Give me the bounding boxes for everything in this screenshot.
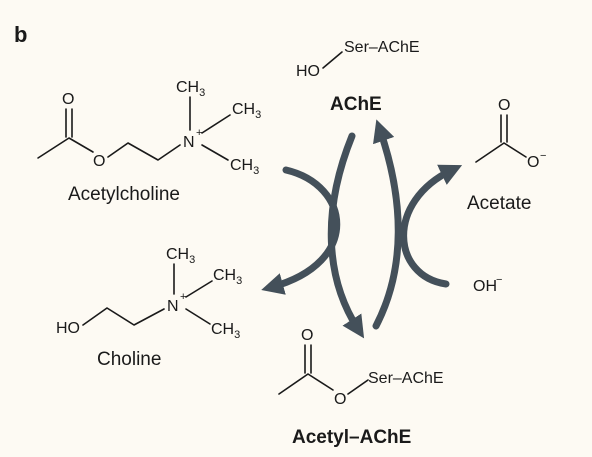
acetate-label: Acetate xyxy=(467,193,531,214)
ach-ch3-right: CH3 xyxy=(232,101,261,121)
ache-enzyme: HO Ser–AChE AChE xyxy=(296,39,420,115)
choline-chain-bonds xyxy=(82,307,165,326)
ach-n-charge: + xyxy=(196,127,202,139)
choline-ch3-down-bond xyxy=(185,308,211,325)
ach-ch3-bottom: CH3 xyxy=(230,157,259,177)
ache-bond xyxy=(322,51,343,69)
acetyl-ache-o-ester: O xyxy=(334,391,346,408)
acylation-arrow xyxy=(327,132,365,339)
acetyl-ache-o-top: O xyxy=(301,327,313,344)
hydroxide: OH − xyxy=(473,274,502,295)
ach-ester-o: O xyxy=(93,153,105,170)
ach-n: N xyxy=(183,134,195,151)
reaction-arrows xyxy=(261,119,463,339)
acetate-o-minus: O xyxy=(527,154,539,171)
ach-carbonyl-o: O xyxy=(62,91,74,108)
choline-n: N xyxy=(167,298,179,315)
ach-carbonyl-bond xyxy=(65,108,73,138)
choline-n-charge: + xyxy=(180,291,186,303)
choline-label: Choline xyxy=(97,349,161,370)
acetyl-ache-ser: Ser–AChE xyxy=(368,370,444,387)
choline-release-arrow xyxy=(261,166,341,295)
acetyl-ache-label: Acetyl–AChE xyxy=(292,427,411,448)
acetate-charge: − xyxy=(540,150,546,162)
acetyl-ache-ser-bond xyxy=(347,379,369,395)
acetate-release-arrow xyxy=(400,164,463,288)
hydroxide-label: OH xyxy=(473,278,497,295)
ach-chain-bonds xyxy=(107,142,181,161)
acetyl-ache-acetyl-bonds xyxy=(278,373,334,395)
hydroxide-charge: − xyxy=(496,274,502,286)
choline-ho: HO xyxy=(56,320,80,337)
choline-ch3-right: CH3 xyxy=(213,267,242,287)
ach-n-ch3-down-bond xyxy=(201,144,229,161)
acetate-carbonyl-bond xyxy=(500,114,508,143)
choline-ch3-bottom: CH3 xyxy=(211,321,240,341)
acetyl-ache-carbonyl-bond xyxy=(304,344,312,374)
acetate-structure: O O − Acetate xyxy=(467,97,546,214)
ach-ch3-top: CH3 xyxy=(176,79,205,99)
deacylation-arrow xyxy=(372,119,402,330)
acetyl-ache-structure: O O Ser–AChE Acetyl–AChE xyxy=(278,327,444,448)
ache-ser-label: Ser–AChE xyxy=(344,39,420,56)
choline-ch3-top: CH3 xyxy=(166,246,195,266)
choline-ch3-right-bond xyxy=(185,280,213,298)
ach-n-ch3-right-bond xyxy=(201,114,231,134)
ache-label: AChE xyxy=(330,94,382,115)
acetylcholine-structure: O O N + CH3 CH3 CH3 Acetylcholine xyxy=(37,79,261,205)
panel-label: b xyxy=(14,22,27,47)
ach-acetyl-bonds xyxy=(37,137,94,159)
ache-ho-label: HO xyxy=(296,63,320,80)
choline-structure: HO N + CH3 CH3 CH3 Choline xyxy=(56,246,242,370)
acetate-bonds xyxy=(475,142,527,163)
acetylcholine-label: Acetylcholine xyxy=(68,184,180,205)
acetate-o-top: O xyxy=(498,97,510,114)
